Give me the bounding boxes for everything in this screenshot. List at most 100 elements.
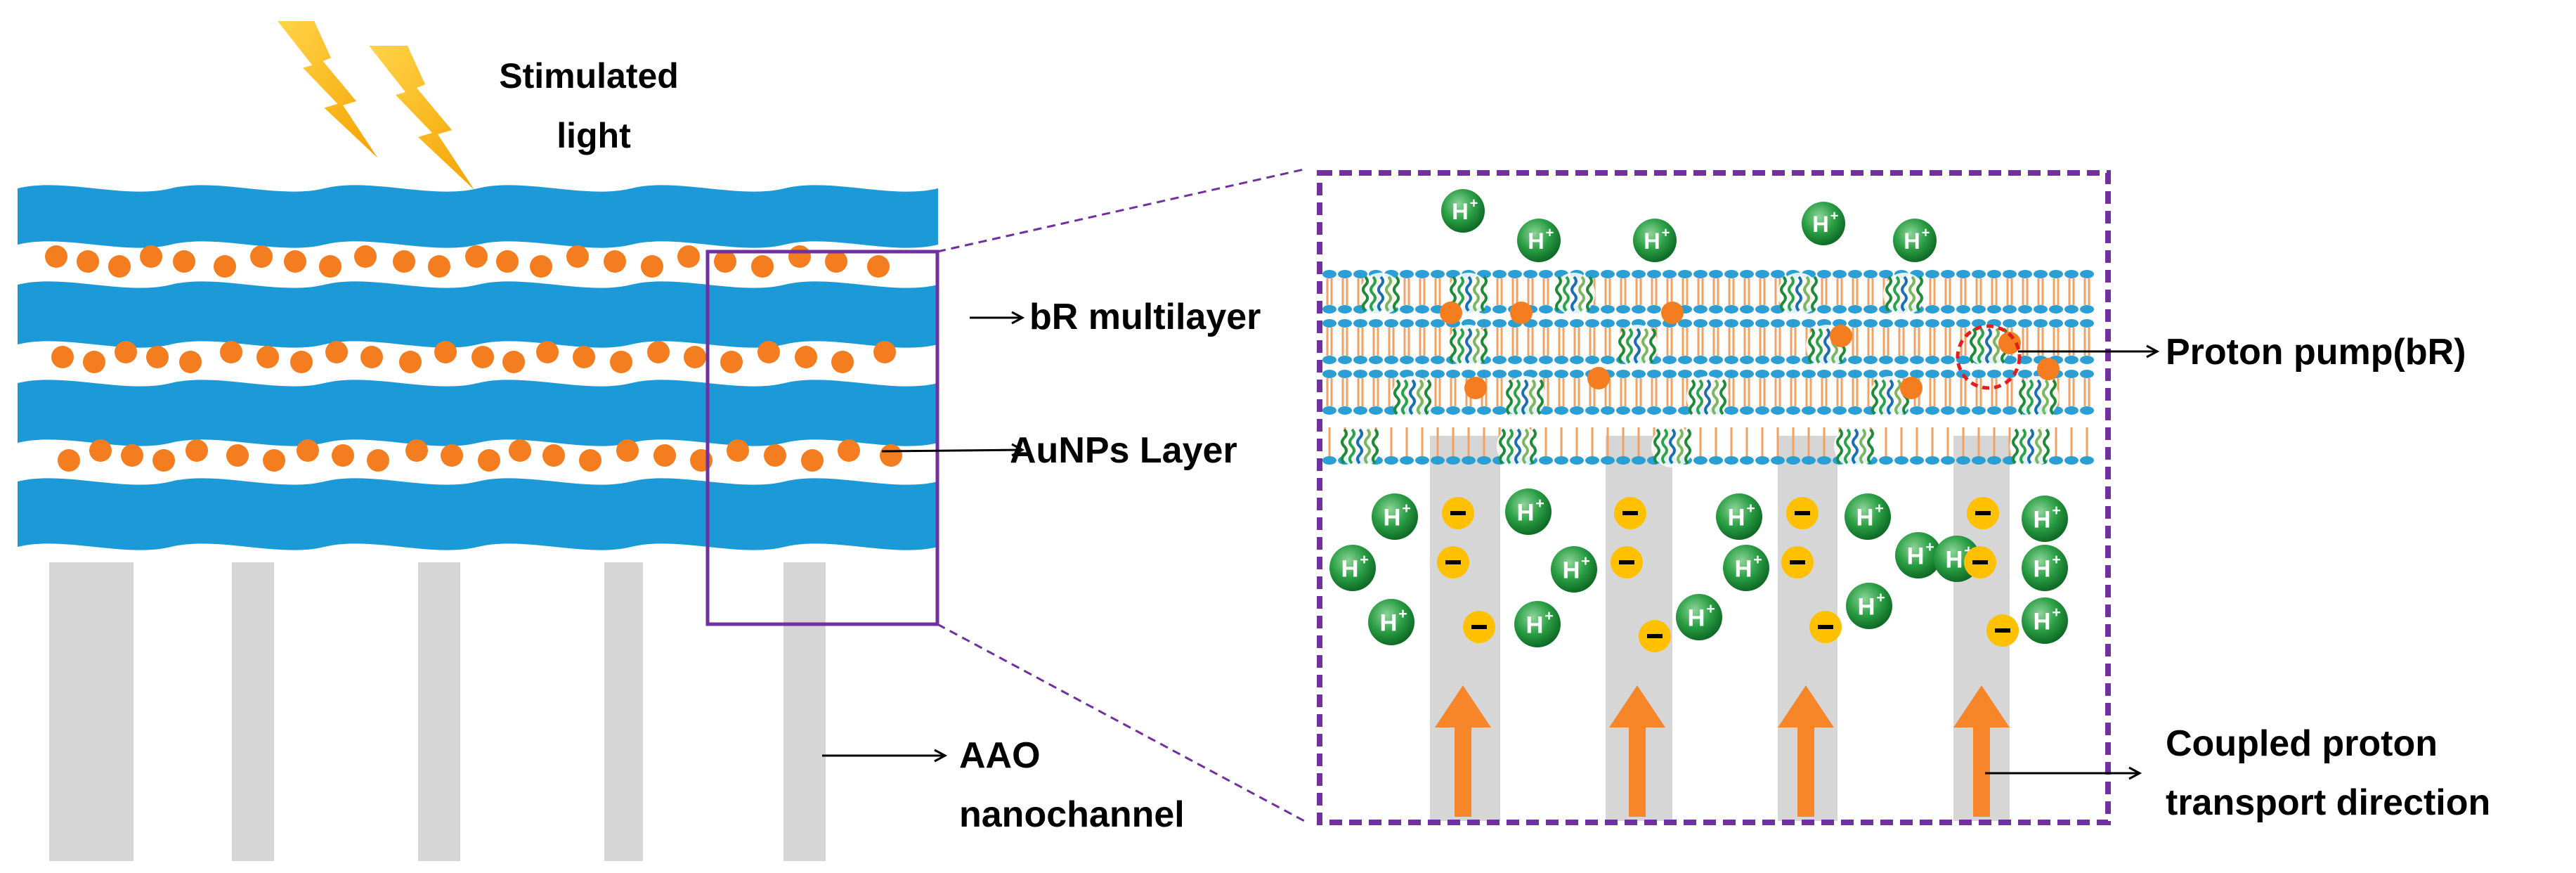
lipid-head (1786, 456, 1800, 465)
lipid-head (2049, 305, 2063, 313)
br-protein (1616, 325, 1658, 367)
protein-helix (1719, 379, 1726, 415)
lipid-head (1554, 319, 1568, 328)
br-protein (1553, 273, 1595, 315)
lipid-head (1910, 406, 1924, 415)
lipid-head (1709, 319, 1723, 328)
aunp-particle (1998, 332, 2021, 354)
lipid-head (1400, 356, 1414, 364)
lipid-head (1678, 370, 1692, 378)
protein-helix (2050, 379, 2057, 415)
lipid-head (1987, 406, 2001, 415)
lipid-head (1802, 406, 1816, 415)
lipid-head (1863, 270, 1878, 278)
aunp-particle (1464, 377, 1487, 399)
lipid-head (1554, 356, 1568, 364)
lipid-head (1508, 356, 1522, 364)
lipid-head (1647, 305, 1661, 313)
proton-ion: H+ (1846, 583, 1892, 629)
lipid-head (1663, 270, 1677, 278)
lipid-head (1771, 406, 1785, 415)
protein-helix (1563, 276, 1570, 312)
proton-sphere (2022, 597, 2068, 644)
protein-helix (1473, 276, 1480, 312)
proton-ion: H+ (1551, 546, 1597, 593)
lipid-head (1384, 356, 1398, 364)
proton-charge: + (1581, 552, 1590, 569)
lipid-head (2003, 356, 2017, 364)
aunp-particle (297, 439, 319, 462)
negative-charge (1967, 497, 1999, 529)
lipid-head (1431, 356, 1445, 364)
proton-charge: + (1662, 225, 1670, 240)
aunp-particle (530, 255, 552, 278)
lipid-head (1755, 270, 1769, 278)
lipid-head (1384, 319, 1398, 328)
proton-sphere (2022, 545, 2068, 591)
protein-helix (1450, 328, 1457, 364)
proton-charge: + (1922, 225, 1930, 240)
protein-helix (1816, 328, 1823, 364)
protein-helix (1364, 428, 1371, 465)
lipid-head (2080, 270, 2094, 278)
up-arrow (1953, 685, 2010, 817)
lipid-head (1956, 456, 1970, 465)
proton-symbol: H (2033, 507, 2050, 534)
lipid-head (1771, 356, 1785, 364)
up-arrow (1778, 685, 1834, 817)
br-proteins (1339, 273, 2059, 467)
lipid-head (1616, 305, 1630, 313)
lipid-head (1987, 305, 2001, 313)
proton-symbol: H (1341, 556, 1358, 583)
lipid-head (2064, 270, 2079, 278)
aunp-particle (428, 255, 450, 278)
aunp-particle (536, 341, 559, 363)
protein-helix (1626, 328, 1633, 364)
lipid-head (1601, 319, 1615, 328)
lipid-head (1693, 305, 1707, 313)
lipid-head (2003, 270, 2017, 278)
proton-ion: H+ (1895, 532, 1941, 578)
negative-charge (1437, 546, 1469, 578)
protein-helix (1578, 276, 1585, 312)
lipid-head (1585, 270, 1599, 278)
protein-helix (1570, 276, 1578, 312)
aunp-particle (393, 250, 415, 273)
lipid-head (1477, 406, 1491, 415)
lipid-head (1724, 370, 1738, 378)
lipid-head (1647, 270, 1661, 278)
proton-symbol: H (1857, 594, 1875, 621)
aunp-particle (179, 351, 202, 373)
protein-helix (1507, 428, 1514, 465)
proton-symbol: H (1383, 505, 1400, 531)
aunp-particle (573, 346, 595, 368)
lipid-head (1972, 305, 1986, 313)
left-panel (18, 21, 939, 861)
lipid-head (1322, 356, 1336, 364)
lipid-head (1879, 370, 1893, 378)
lipid-head (1941, 406, 1955, 415)
lipid-head (1910, 370, 1924, 378)
br-protein (1967, 325, 2010, 367)
aunp-particle (89, 439, 112, 462)
negative-charge-sign (1445, 560, 1461, 564)
protein-helix (1871, 379, 1878, 415)
lipid-head (1771, 370, 1785, 378)
br-protein (1686, 376, 1729, 418)
protein-helix (1684, 428, 1691, 465)
proton-sphere (1676, 594, 1722, 640)
lipid-head (1446, 406, 1460, 415)
lipid-head (1353, 370, 1367, 378)
aunp-particle (677, 245, 700, 268)
lipid-head (1972, 370, 1986, 378)
proton-sphere (1893, 219, 1937, 262)
lipid-head (1539, 370, 1553, 378)
proton-symbol: H (2033, 609, 2050, 635)
lipid-head (1925, 356, 1939, 364)
lipid-head (1415, 270, 1429, 278)
aunp-particle (478, 449, 500, 472)
br-protein (1497, 425, 1539, 467)
lipid-head (1539, 319, 1553, 328)
lipid-head (1972, 270, 1986, 278)
lipid-head (1601, 406, 1615, 415)
